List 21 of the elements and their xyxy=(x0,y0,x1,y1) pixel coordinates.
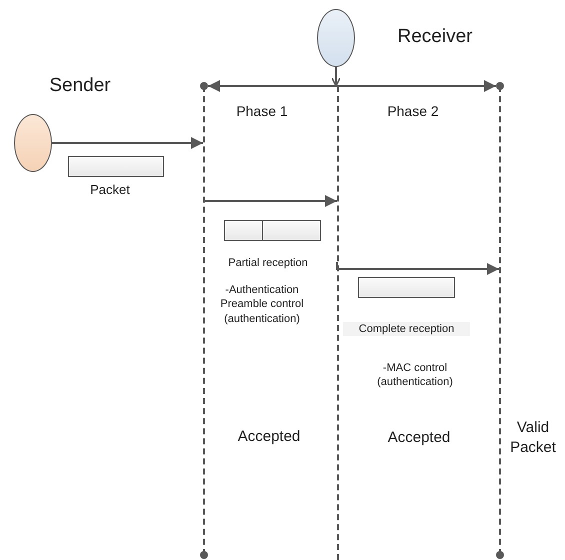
packet-box xyxy=(224,220,321,241)
packet-box xyxy=(358,277,455,298)
packet-label: Packet xyxy=(89,182,131,199)
packet-box xyxy=(68,156,164,177)
status-label: Accepted xyxy=(236,427,302,446)
check-note: -MAC control (authentication) xyxy=(376,361,454,390)
arrow xyxy=(52,137,203,149)
arrow xyxy=(208,80,496,92)
phase-label: Phase 1 xyxy=(235,102,289,120)
actor-name: Sender xyxy=(48,74,112,98)
reception-label: Partial reception xyxy=(227,256,309,270)
status-label: Valid Packet xyxy=(509,418,557,457)
phase-label: Phase 2 xyxy=(386,102,440,120)
arrow xyxy=(331,67,341,87)
arrow xyxy=(336,262,499,275)
reception-label: Complete reception xyxy=(343,322,470,336)
arrow xyxy=(205,195,337,207)
actor-name: Receiver xyxy=(396,25,474,49)
lifeline xyxy=(337,86,339,560)
check-note: -Authentication Preamble control (authentication) xyxy=(219,283,305,326)
status-label: Accepted xyxy=(386,428,452,448)
